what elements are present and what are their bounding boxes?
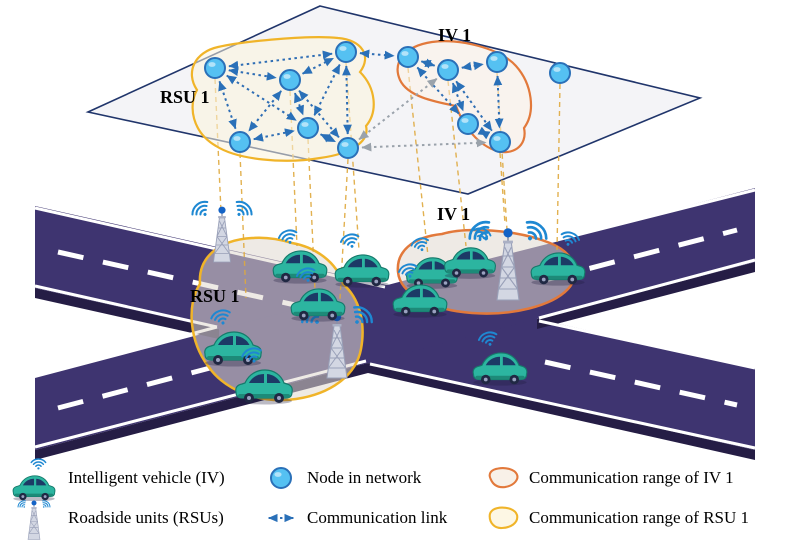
label-iv1-road: IV 1 [437,204,470,224]
legend-item-roadside-unit: Roadside units (RSUs) [6,494,261,542]
roadside-unit-icon [6,494,62,542]
network-node [229,131,251,153]
communication-link [461,61,484,71]
plane-road-drop-line [289,90,298,247]
rsu-range-icon [483,504,523,532]
label-rsu1-road: RSU 1 [190,286,240,306]
road-edge-line [34,284,218,329]
network-node [297,117,319,139]
legend-label: Intelligent vehicle (IV) [68,468,225,487]
network-node [279,69,301,91]
road-side-face [35,288,219,339]
communication-link [416,66,460,115]
legend-item-iv-range: Communication range of IV 1 [483,464,789,492]
communication-link-icon [261,510,301,526]
road-edge-line [369,362,756,450]
road-edge-line [538,319,756,370]
legend-label: Communication range of RSU 1 [529,508,750,527]
legend-item-rsu-range: Communication range of RSU 1 [483,504,789,532]
communication-link [361,138,487,152]
legend-item-intelligent-vehicle: Intelligent vehicle (IV) [6,455,261,501]
communication-link [493,75,504,129]
road-center-dashes [544,359,738,408]
intelligent-vehicle [334,254,390,289]
communication-link [477,126,491,140]
legend-label: Roadside units (RSUs) [68,508,224,527]
plane-road-drop-line [307,138,316,291]
iv-range-icon [483,464,523,492]
communication-link [320,133,336,143]
communication-link [420,58,436,69]
plane-road-drop-line [556,83,561,251]
legend-item-communication-link: Communication link [261,508,483,528]
network-node [489,131,511,153]
communication-link [253,128,295,142]
communication-link [248,90,282,132]
label-rsu1-plane: RSU 1 [160,87,210,107]
network-node-icon [261,465,301,491]
legend-label: Node in network [307,468,422,487]
label-iv1-plane: IV 1 [438,25,471,45]
network-node [437,59,459,81]
network-node [486,51,508,73]
plane-road-drop-line [239,152,247,299]
network-node [204,57,226,79]
communication-link [228,67,277,81]
network-node [549,62,571,84]
roadside-unit [212,205,232,263]
network-node [335,41,357,63]
road-edge-line [538,258,756,320]
network-node [397,46,419,68]
legend-label: Communication range of IV 1 [529,468,734,487]
road-side-face [537,262,755,329]
plane-road-drop-line [499,152,506,225]
network-node [337,137,359,159]
communication-link [455,80,493,132]
road-edge-line [34,325,218,378]
legend: Intelligent vehicle (IV) Node in network… [0,450,789,542]
road-center-dashes [544,227,738,283]
legend-label: Communication link [307,508,448,527]
wifi-signal-icon [188,197,215,223]
network-node [457,113,479,135]
road-side-face [368,363,755,460]
road-surface [35,188,755,450]
legend-item-node: Node in network [261,465,483,491]
road-intersection [34,188,756,460]
communication-link [226,74,297,122]
communication-links [218,49,504,152]
communication-link [358,77,438,141]
